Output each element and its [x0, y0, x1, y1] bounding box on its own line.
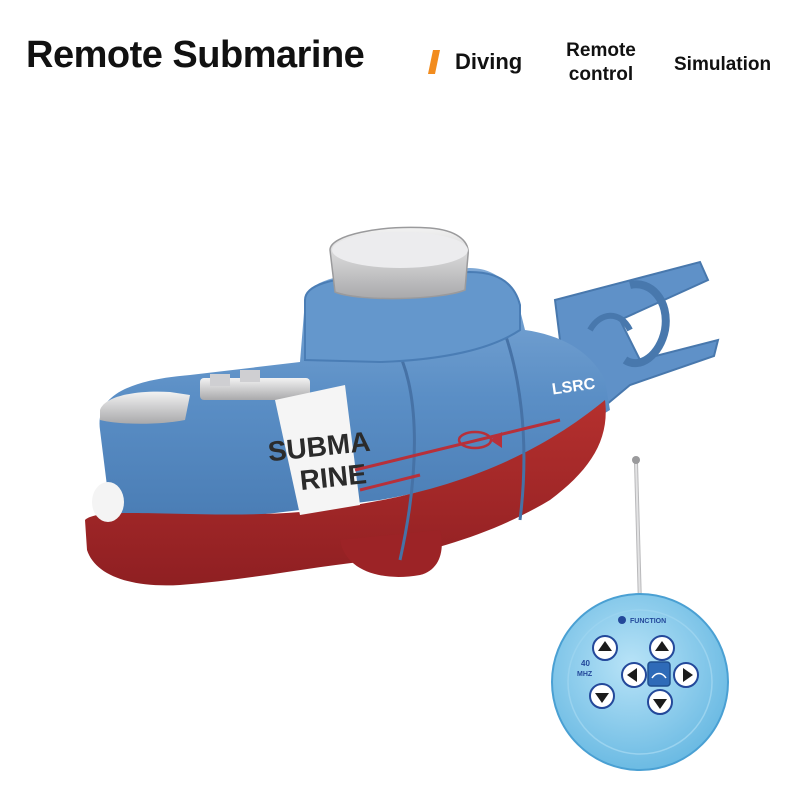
hull-stripe — [275, 385, 360, 515]
nose-porthole — [92, 482, 124, 522]
hull-text-line2: RINE — [298, 458, 368, 496]
remote-down-button — [589, 683, 615, 709]
brand-mark: LSRC — [551, 375, 597, 398]
remote-up-button — [592, 635, 618, 661]
fish-emblem-icon — [457, 430, 502, 450]
remote-ascend-button — [649, 635, 675, 661]
feature-tag-simulation: Simulation — [674, 54, 772, 75]
feature-tag-remote-line2: control — [568, 64, 634, 85]
remote-control: FUNCTION 40 MHZ — [551, 593, 729, 771]
function-label: FUNCTION — [630, 618, 666, 625]
remote-descend-button — [647, 689, 673, 715]
hull-lower — [85, 400, 606, 586]
power-led-icon — [618, 616, 626, 624]
feature-tag-remote-line1: Remote — [566, 40, 636, 61]
remote-right-button — [673, 662, 699, 688]
page-title: Remote Submarine — [26, 34, 365, 76]
feature-tag-diving: Diving — [455, 49, 523, 74]
frequency-line2: MHZ — [577, 671, 593, 678]
antenna — [632, 456, 642, 606]
conning-tower — [304, 226, 521, 364]
slash-accent-icon — [428, 50, 440, 74]
remote-function-button — [647, 661, 671, 687]
feature-tag-remote-control: Remote control — [562, 39, 640, 87]
deck-hatches — [100, 370, 310, 424]
remote-left-button — [621, 662, 647, 688]
hull-keel — [340, 530, 442, 577]
frequency-line1: 40 — [581, 659, 590, 668]
